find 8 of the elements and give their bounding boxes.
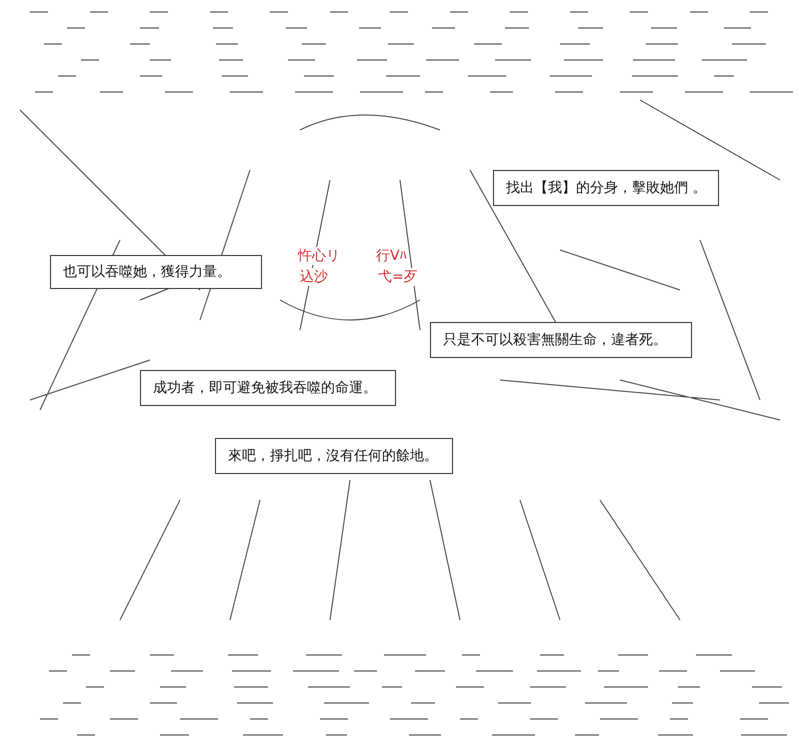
speech-box: 來吧，掙扎吧，沒有任何的餘地。	[215, 438, 453, 474]
speech-box: 成功者，即可避免被我吞噬的命運。	[140, 370, 396, 406]
speech-box: 找出【我】的分身，擊敗她們 。	[493, 170, 720, 206]
eye-text: 行Vﾊ	[376, 247, 407, 265]
eye-text: 弋=歹	[378, 268, 418, 286]
speech-box: 也可以吞噬她，獲得力量。	[50, 255, 262, 289]
speech-box: 只是不可以殺害無關生命，違者死。	[430, 322, 692, 358]
eye-text: 込沙	[300, 268, 328, 286]
